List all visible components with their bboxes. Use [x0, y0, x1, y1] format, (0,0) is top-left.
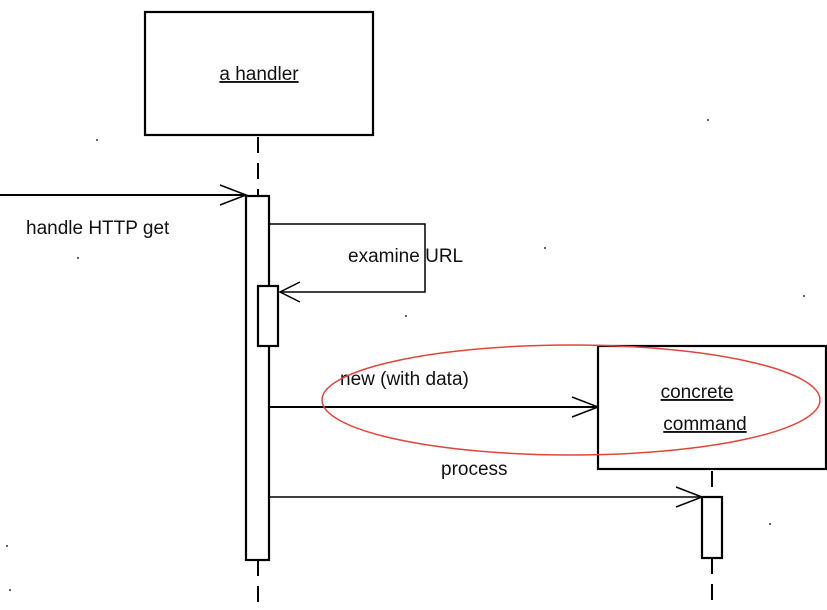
concrete-command-label-line2: command: [663, 414, 746, 435]
message-examine-url: examine URL: [269, 223, 463, 303]
handle-http-get-label: handle HTTP get: [26, 218, 170, 239]
message-new-with-data: new (with data): [269, 369, 601, 418]
concrete-command-box: [596, 344, 827, 471]
highlight-ellipse: [321, 344, 821, 456]
scan-noise: [6, 119, 805, 591]
handler-box: [143, 10, 375, 137]
participant-a-handler: a handler: [143, 10, 375, 137]
message-handle-http-get: handle HTTP get: [0, 184, 249, 239]
nested-activation-bar: [256, 284, 280, 348]
message-process: process: [269, 459, 705, 508]
command-activation-bar: [700, 495, 724, 560]
examine-url-arrow-line: [269, 223, 426, 293]
new-with-data-label: new (with data): [340, 369, 469, 390]
examine-url-arrowhead: [278, 281, 301, 303]
handler-activation-bar: [244, 194, 271, 562]
examine-url-label: examine URL: [348, 246, 463, 267]
participant-concrete-command: concrete command: [596, 344, 827, 471]
concrete-command-label-line1: concrete: [661, 382, 734, 403]
process-label: process: [441, 459, 508, 480]
handler-label: a handler: [219, 64, 299, 85]
